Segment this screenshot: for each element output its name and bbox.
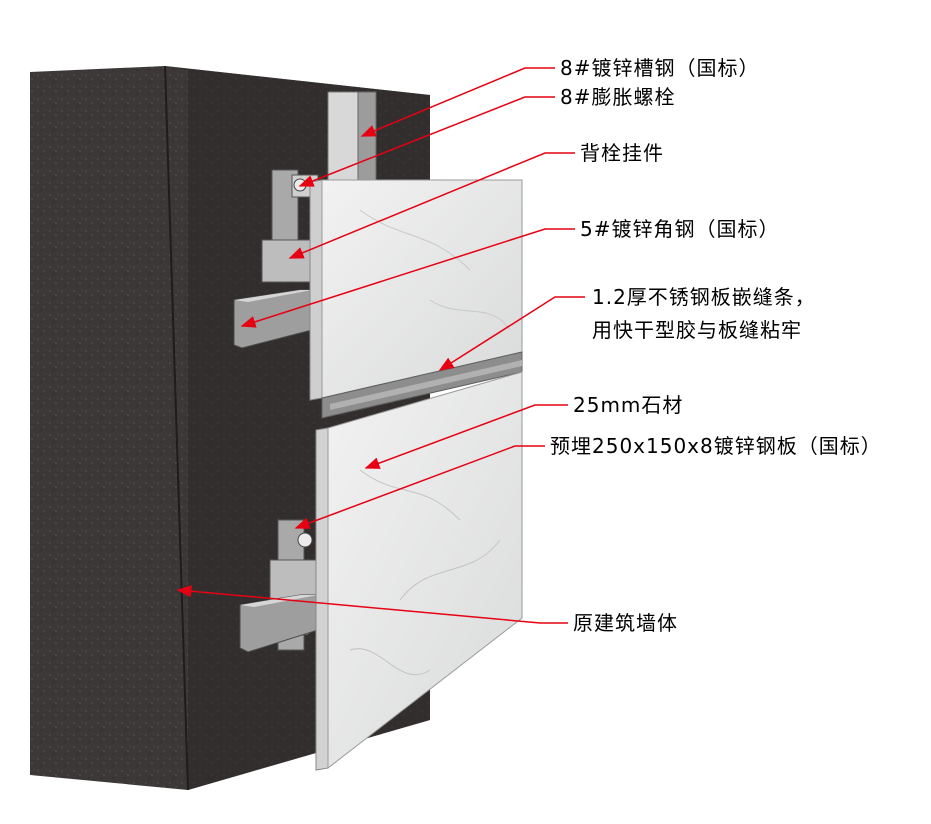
leader-back-bolt-hanger [288, 152, 575, 259]
stone-panel-lower [315, 371, 523, 771]
leader-expansion-bolt [298, 96, 555, 187]
leader-stone [364, 404, 568, 469]
label-expansion-bolt: 8#膨胀螺栓 [560, 85, 676, 109]
leader-channel-steel [360, 67, 555, 137]
leader-embedded-plate [294, 445, 545, 529]
label-joint-strip-line2: 用快干型胶与板缝粘牢 [592, 318, 802, 342]
bolt-head-icon [297, 532, 313, 548]
label-angle-steel: 5#镀锌角钢（国标） [580, 217, 780, 241]
leader-angle-steel [240, 228, 575, 328]
stone-panel-upper [309, 179, 523, 401]
label-wall: 原建筑墙体 [573, 611, 678, 635]
label-embedded-plate: 预埋250x150x8镀锌钢板（国标） [550, 434, 882, 458]
leader-joint-strip [438, 296, 585, 371]
label-channel-steel: 8#镀锌槽钢（国标） [560, 56, 760, 80]
label-back-bolt-hanger: 背栓挂件 [580, 141, 664, 165]
back-bolt-hanger-upper [261, 239, 313, 283]
leader-lines [176, 67, 585, 624]
label-stone: 25mm石材 [573, 393, 684, 417]
lower-bracket-assembly [239, 519, 319, 653]
label-joint-strip-line1: 1.2厚不锈钢板嵌缝条， [592, 285, 816, 309]
leader-wall [176, 585, 568, 624]
